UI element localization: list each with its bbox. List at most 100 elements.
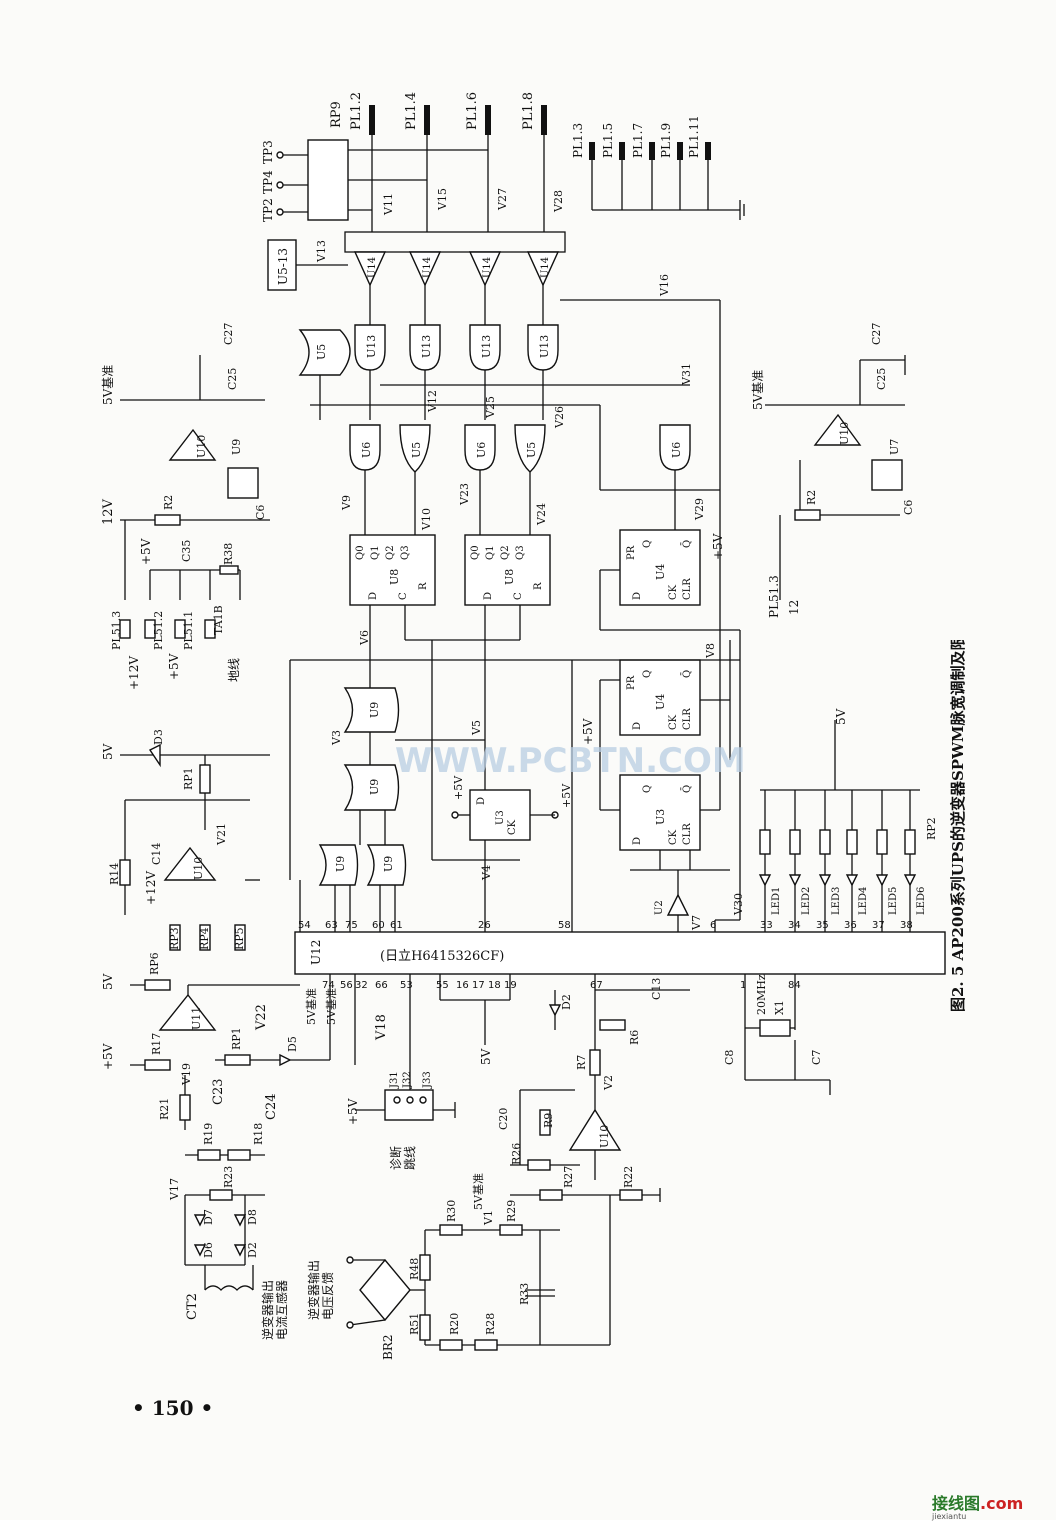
u8-counters: U8 Q0 Q1 Q2 Q3 D C R U8 Q0 Q1 Q2 Q3 D C … bbox=[349, 534, 551, 900]
led-icon bbox=[788, 874, 802, 887]
connector-pl1-7: PL1.7 bbox=[631, 123, 645, 158]
svg-text:37: 37 bbox=[872, 920, 885, 931]
u14-c-label: U14 bbox=[482, 257, 493, 278]
u10-left-label: U10 bbox=[195, 435, 208, 458]
d5-label: D5 bbox=[286, 1036, 299, 1052]
v10-label: V10 bbox=[420, 508, 433, 531]
p5v-u3s-label: +5V bbox=[452, 775, 465, 800]
c25-left-label: C25 bbox=[226, 368, 239, 390]
left-power-block: C35 R38 +5V PL51.3 PL51.2 PL51.1 TA1B +1… bbox=[110, 520, 241, 690]
u9-d-label: U9 bbox=[382, 856, 395, 872]
v6-label: V6 bbox=[358, 630, 371, 646]
u13-d-label: U13 bbox=[538, 335, 551, 358]
r9-label: R9 bbox=[542, 1113, 555, 1128]
svg-text:16: 16 bbox=[456, 980, 469, 991]
v18-label: V18 bbox=[374, 1014, 389, 1041]
d8-label: D8 bbox=[246, 1209, 259, 1225]
p5v-jumper-label: +5V bbox=[346, 1098, 360, 1125]
u8a-q1: Q1 bbox=[370, 545, 381, 560]
u3-d: D bbox=[632, 837, 643, 845]
rp2-resistor bbox=[904, 829, 916, 855]
u11-opamp: U11 R17 +5V RP1 D5 V18 V19 R21 C23 C24 bbox=[101, 974, 389, 1130]
connector-pl1-9: PL1.9 bbox=[659, 123, 673, 158]
left-mid-opamp: D3 5V RP1 U10 R14 C14 +12V V21 RP3 RP4 R… bbox=[101, 729, 338, 1031]
connector-pl1-4: PL1.4 bbox=[404, 92, 419, 130]
p5v-led-label: 5V bbox=[834, 708, 848, 725]
u6-a-label: U6 bbox=[360, 442, 373, 458]
r29-label: R29 bbox=[505, 1200, 518, 1222]
c7-label: C7 bbox=[810, 1050, 823, 1065]
d3-label: D3 bbox=[152, 729, 165, 745]
u3-small-label: U3 bbox=[495, 810, 506, 825]
r22-label: R22 bbox=[622, 1166, 635, 1188]
u3-clr: CLR bbox=[682, 823, 693, 845]
top-connectors: PL1.2 PL1.4 PL1.6 PL1.8 RP9 bbox=[329, 92, 547, 232]
v29-label: V29 bbox=[693, 498, 706, 521]
ct2-label: CT2 bbox=[185, 1293, 200, 1320]
svg-text:54: 54 bbox=[298, 920, 311, 931]
connector-pl1-2: PL1.2 bbox=[349, 92, 364, 130]
v11-label: V11 bbox=[382, 193, 395, 216]
v15-label: V15 bbox=[436, 188, 449, 211]
rp1-u11-label: RP1 bbox=[230, 1027, 243, 1050]
watermark-text: WWW.PCBTN.COM bbox=[395, 741, 746, 781]
u8a-q3: Q3 bbox=[400, 545, 411, 560]
rp1-mid-label: RP1 bbox=[182, 767, 195, 790]
svg-text:32: 32 bbox=[355, 980, 368, 991]
v12-label: V12 bbox=[426, 390, 439, 413]
u4-flipflops: U4 PR Q Q̄ CK CLR D U4 PR Q Q̄ CK CLR D … bbox=[599, 529, 741, 920]
v4-label: V4 bbox=[480, 865, 493, 881]
v12-supply-label: 12V bbox=[101, 498, 116, 525]
c35-label: C35 bbox=[180, 540, 193, 562]
led-icon bbox=[903, 874, 917, 887]
u11-label: U11 bbox=[190, 1007, 203, 1030]
u8b-q1: Q1 bbox=[485, 545, 496, 560]
d2-ct-label: D2 bbox=[246, 1242, 259, 1258]
u14-d-label: U14 bbox=[540, 257, 551, 278]
connector-pl1-11: PL1.11 bbox=[687, 115, 701, 158]
svg-text:61: 61 bbox=[390, 920, 403, 931]
mcu-label: (日立H6415326CF) bbox=[380, 949, 504, 964]
connector-pl1-8: PL1.8 bbox=[521, 92, 536, 130]
p5v-conn-label: +5V bbox=[167, 653, 181, 680]
right-connectors: PL1.3 PL1.5 PL1.7 PL1.9 PL1.11 bbox=[571, 115, 745, 220]
ref5v-left-label: 5V基准 bbox=[101, 365, 115, 405]
pl51-1-left: PL51.1 bbox=[182, 611, 195, 650]
u7-label: U7 bbox=[888, 439, 901, 455]
led-label: LED3 bbox=[831, 887, 842, 915]
rp2-resistor bbox=[759, 829, 771, 855]
v17-label: V17 bbox=[168, 1178, 181, 1201]
ref5v-right-label: 5V基准 bbox=[751, 370, 765, 410]
u2-label: U2 bbox=[654, 900, 665, 915]
mcu-ref: U12 bbox=[309, 940, 323, 965]
v9-label: V9 bbox=[340, 495, 353, 511]
pl51-3-left: PL51.3 bbox=[110, 611, 123, 650]
u13-a-label: U13 bbox=[365, 335, 378, 358]
c27-right-label: C27 bbox=[870, 323, 883, 345]
connector-pl1-6: PL1.6 bbox=[465, 92, 480, 130]
v25-label: V25 bbox=[484, 396, 497, 419]
c13-label: C13 bbox=[650, 978, 663, 1000]
c20-label: C20 bbox=[497, 1108, 510, 1130]
svg-text:36: 36 bbox=[844, 920, 857, 931]
u4a-pr: PR bbox=[626, 545, 637, 560]
r48-label: R48 bbox=[408, 1258, 421, 1280]
u3-q: Q bbox=[642, 785, 653, 793]
rp2-resistor bbox=[819, 829, 831, 855]
led-label: LED6 bbox=[916, 887, 927, 915]
svg-text:6: 6 bbox=[710, 920, 716, 931]
u8b-d: D bbox=[483, 592, 494, 600]
u9-comp-label: U9 bbox=[230, 439, 243, 455]
svg-text:56: 56 bbox=[340, 980, 353, 991]
svg-text:58: 58 bbox=[558, 920, 571, 931]
v1-label: V1 bbox=[482, 1210, 495, 1226]
r27-label: R27 bbox=[562, 1166, 575, 1188]
r2-left-label: R2 bbox=[162, 495, 175, 510]
crystal-freq: 20MHz bbox=[755, 974, 768, 1015]
ct-rectifier: R19 R18 R23 V17 D7 D8 D6 D2 CT2 逆变器输出电流互… bbox=[168, 1123, 289, 1340]
u4a-d: D bbox=[632, 592, 643, 600]
r14-label: R14 bbox=[108, 863, 121, 885]
r21-label: R21 bbox=[158, 1098, 171, 1120]
left-u10-block: U10 U9 R2 C6 C25 C27 5V基准 12V bbox=[101, 323, 270, 526]
